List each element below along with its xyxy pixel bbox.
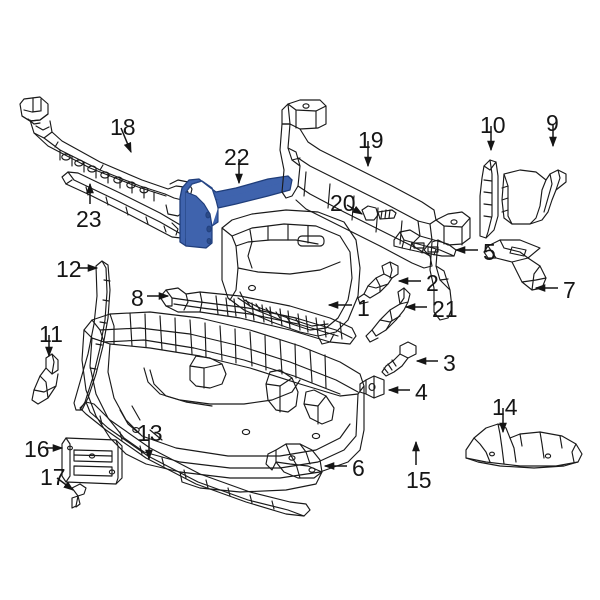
callout-label-8[interactable]: 8 — [131, 285, 144, 311]
part-8-upper-grille — [159, 287, 357, 345]
part-5-lower-reinforcement-bar — [393, 229, 457, 257]
callout-label-2[interactable]: 2 — [426, 270, 439, 296]
callout-label-15[interactable]: 15 — [406, 467, 432, 493]
callout-label-3[interactable]: 3 — [443, 350, 456, 376]
callout-label-18[interactable]: 18 — [110, 114, 136, 140]
part-6-lower-bracket-left — [265, 443, 323, 479]
arrow-18 — [120, 127, 132, 154]
part-21-bracket-small-lower — [365, 287, 411, 343]
callout-label-13[interactable]: 13 — [137, 420, 163, 446]
part-2-bracket-small-upper — [357, 261, 399, 305]
part-11-small-bracket-left — [31, 353, 59, 405]
callout-label-20[interactable]: 20 — [330, 190, 356, 216]
part-16-license-plate-bracket — [61, 437, 123, 485]
part-17-push-pin-fastener — [71, 483, 87, 509]
callout-label-5[interactable]: 5 — [483, 239, 496, 265]
part-22-highlighted-molding — [179, 175, 293, 249]
part-9-air-deflector-right — [501, 169, 567, 225]
callout-label-9[interactable]: 9 — [546, 110, 559, 136]
callout-label-11[interactable]: 11 — [39, 321, 63, 347]
arrow-20 — [346, 204, 364, 215]
callout-label-23[interactable]: 23 — [76, 206, 102, 232]
part-10-side-filler-panel — [479, 159, 499, 239]
part-20-flange-bolt — [361, 205, 397, 221]
callout-label-10[interactable]: 10 — [480, 112, 506, 138]
part-15-lower-trim-molding — [79, 401, 311, 517]
callout-label-17[interactable]: 17 — [40, 464, 66, 490]
part-14-lower-valance-right — [465, 423, 583, 469]
callout-label-19[interactable]: 19 — [358, 127, 384, 153]
part-3-screw-bolt — [381, 341, 417, 377]
callout-label-6[interactable]: 6 — [352, 455, 365, 481]
callout-label-1[interactable]: 1 — [357, 295, 370, 321]
part-4-retainer-clip — [359, 375, 385, 399]
callout-label-4[interactable]: 4 — [415, 379, 428, 405]
callout-label-22[interactable]: 22 — [224, 144, 250, 170]
part-13-lower-grille-assembly — [81, 311, 365, 493]
arrow-17 — [56, 477, 74, 491]
callout-label-12[interactable]: 12 — [56, 256, 82, 282]
part-1-bumper-cover-corner — [221, 209, 361, 345]
callout-label-7[interactable]: 7 — [563, 277, 576, 303]
callout-label-21[interactable]: 21 — [432, 296, 458, 322]
callout-label-14[interactable]: 14 — [492, 394, 518, 420]
part-12-side-support-strip — [73, 260, 111, 411]
part-18-impact-absorber-beam — [19, 96, 193, 217]
callout-label-16[interactable]: 16 — [24, 436, 50, 462]
